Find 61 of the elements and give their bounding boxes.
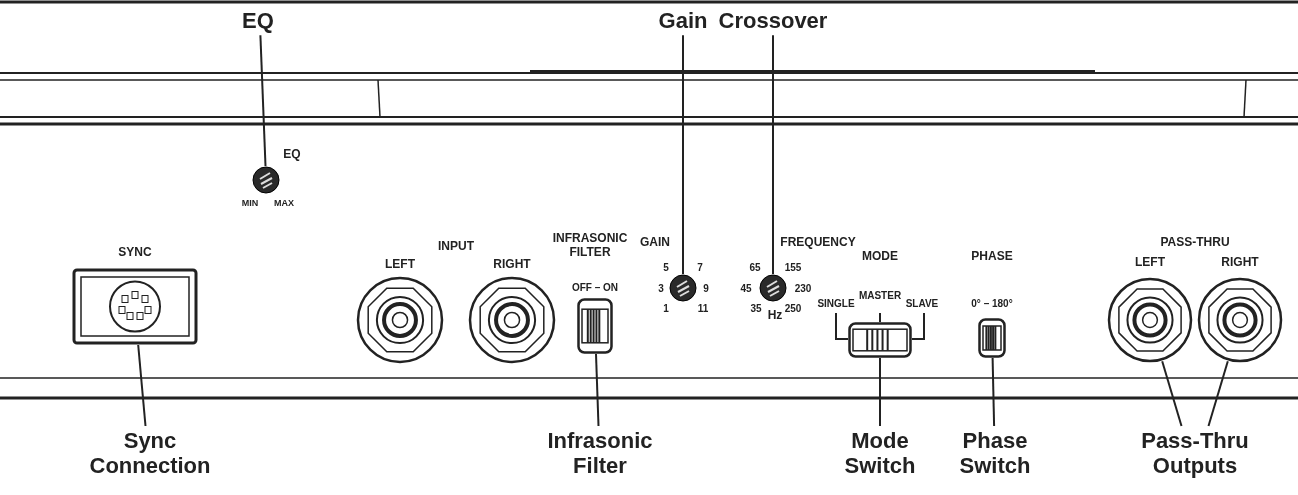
scale-label: 9 — [703, 283, 709, 295]
leader-line — [772, 34, 774, 275]
leader-line — [1207, 360, 1229, 427]
panel-label: SYNC — [118, 246, 152, 260]
scale-label: MASTER — [858, 290, 902, 302]
scale-label: 11 — [697, 303, 709, 315]
panel-label: PASS-THRU — [1160, 236, 1230, 250]
scale-label: 155 — [784, 262, 802, 274]
panel-label: RIGHT — [1221, 256, 1259, 270]
panel-label: FREQUENCY — [780, 236, 856, 250]
panel-label: LEFT — [385, 258, 415, 272]
callout-label: Pass-Thru Outputs — [1135, 428, 1255, 479]
slide-switch — [834, 313, 926, 358]
leader-line — [137, 344, 147, 427]
panel-label: MODE — [862, 250, 898, 264]
leader-line — [879, 357, 881, 427]
scale-label: 35 — [750, 303, 762, 315]
callout-label: Infrasonic Filter — [540, 428, 660, 479]
callout-label: Phase Switch — [950, 428, 1040, 479]
control-knob — [252, 166, 280, 194]
scale-label: 0° – 180° — [971, 298, 1013, 310]
scale-label: 7 — [697, 262, 703, 274]
callout-label: Mode Switch — [835, 428, 925, 479]
leader-line — [259, 34, 267, 167]
panel-label: EQ — [283, 148, 301, 162]
callout-label: EQ — [242, 8, 274, 34]
scale-label: 5 — [663, 262, 669, 274]
callout-label: Crossover — [718, 8, 828, 34]
panel-label: GAIN — [640, 236, 670, 250]
control-knob — [669, 274, 697, 302]
scale-label: MIN — [241, 198, 259, 209]
panel-label: LEFT — [1135, 256, 1165, 270]
scale-label: 3 — [658, 283, 664, 295]
scale-label: 45 — [740, 283, 752, 295]
leader-line — [682, 34, 684, 275]
audio-jack — [468, 276, 556, 364]
scale-label: 65 — [749, 262, 761, 274]
panel-label: RIGHT — [493, 258, 531, 272]
audio-jack — [356, 276, 444, 364]
scale-label: SLAVE — [905, 298, 939, 310]
leader-line — [991, 357, 996, 427]
slide-switch — [577, 298, 613, 354]
audio-jack — [1107, 277, 1193, 363]
panel-label: INFRASONIC FILTER — [551, 232, 629, 260]
scale-label: SINGLE — [817, 298, 855, 310]
callout-label: Sync Connection — [85, 428, 215, 479]
control-knob — [759, 274, 787, 302]
panel-label: Hz — [767, 309, 783, 323]
scale-label: MAX — [274, 198, 294, 209]
callout-label: Gain — [658, 8, 708, 34]
scale-label: 230 — [794, 283, 812, 295]
panel-label: PHASE — [971, 250, 1013, 264]
scale-label: 250 — [784, 303, 802, 315]
leader-line — [1161, 360, 1183, 427]
scale-label: 1 — [663, 303, 669, 315]
slide-switch — [978, 318, 1006, 358]
panel-label: INPUT — [438, 240, 474, 254]
audio-jack — [1197, 277, 1283, 363]
connector-socket — [72, 268, 198, 345]
scale-label: OFF – ON — [571, 282, 619, 294]
leader-line — [595, 353, 600, 427]
